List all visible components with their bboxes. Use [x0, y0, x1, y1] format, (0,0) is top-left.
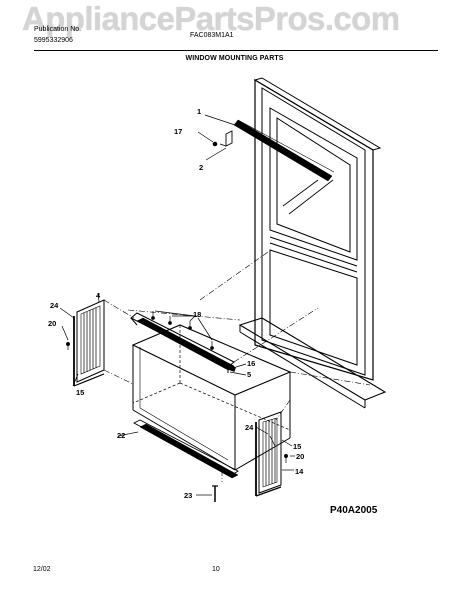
callout-4: 4 [96, 291, 101, 300]
left-curtain-part-4 [73, 299, 105, 387]
window-frame [238, 77, 387, 409]
callout-1: 1 [197, 107, 201, 116]
callout-20-right: 20 [296, 452, 304, 461]
callout-5: 5 [247, 370, 251, 379]
header-rule [34, 50, 438, 51]
callout-2: 2 [199, 163, 203, 172]
callout-22: 22 [117, 431, 125, 440]
page-number: 10 [212, 566, 220, 573]
model-number: FAC083M1A1 [190, 32, 234, 39]
callout-20-left: 20 [48, 319, 56, 328]
footer-date: 12/02 [33, 566, 51, 573]
figure-id: P40A2005 [330, 505, 378, 516]
section-title: WINDOW MOUNTING PARTS [185, 55, 284, 62]
upper-guide-rail-part-5 [130, 312, 235, 373]
callout-23: 23 [184, 491, 192, 500]
callout-16: 16 [247, 359, 255, 368]
callout-24-right: 24 [245, 423, 254, 432]
top-channel-part-1 [204, 114, 335, 182]
callout-18: 18 [193, 310, 201, 319]
clip-part-16 [226, 363, 247, 376]
publication-number: 5995332906 [34, 37, 73, 44]
alignment-lines [103, 251, 371, 482]
screw-part-23 [196, 485, 218, 502]
callout-17: 17 [174, 127, 182, 136]
callout-15-left: 15 [76, 388, 84, 397]
right-curtain-leaders [255, 426, 295, 471]
bracket-part-2 [205, 130, 233, 161]
sill-strip-part-22 [117, 419, 239, 479]
left-curtain-leaders [59, 292, 100, 387]
watermark: AppliancePartsPros.com [22, 0, 400, 37]
callout-24-left: 24 [50, 301, 59, 310]
callout-14: 14 [295, 467, 304, 476]
callout-labels: 1 17 2 24 4 20 15 18 16 5 22 24 15 20 14… [48, 107, 378, 516]
publication-label: Publication No. [34, 26, 82, 33]
screw-part-17 [197, 131, 218, 147]
right-curtain-part-14 [255, 411, 282, 497]
callout-15-right: 15 [293, 442, 301, 451]
